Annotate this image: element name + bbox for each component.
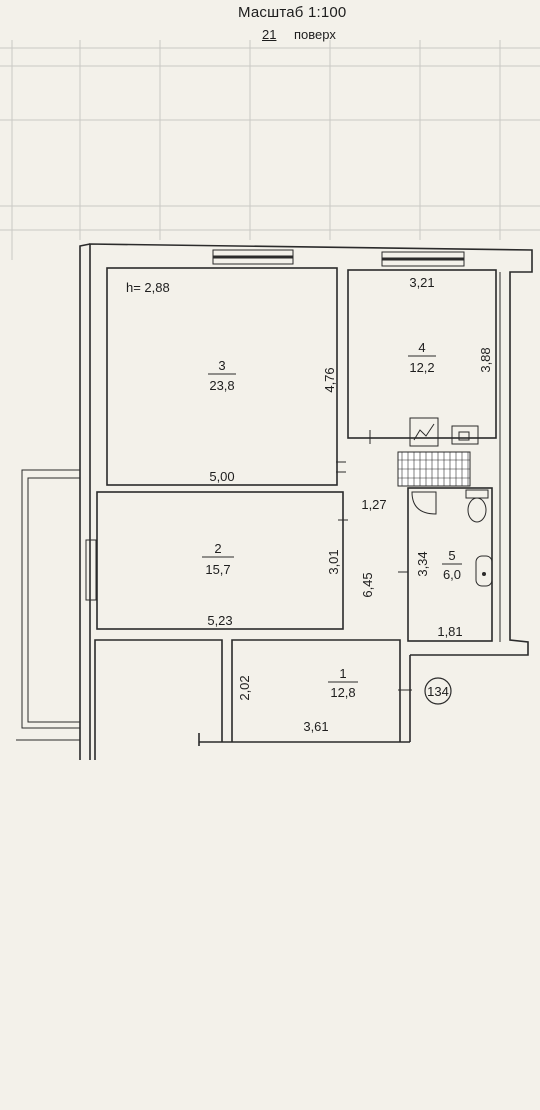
room-5-number: 5	[448, 548, 455, 563]
room-3-number: 3	[218, 358, 225, 373]
room-3-width: 5,00	[209, 469, 234, 484]
room-2	[96, 491, 344, 630]
faded-table-lines	[0, 40, 540, 260]
apartment-number-circle	[424, 677, 452, 705]
window-room-2	[85, 539, 97, 601]
washbasin-icon	[475, 555, 493, 587]
room-4	[347, 269, 497, 439]
room-5-height: 3,34	[415, 551, 430, 576]
room-2-number: 2	[214, 541, 221, 556]
kitchen-sink-icon	[451, 425, 479, 445]
room-1	[231, 639, 401, 742]
window-room-3	[212, 249, 294, 265]
room-4-height: 3,88	[478, 347, 493, 372]
room-5-width: 1,81	[437, 624, 462, 639]
room-3-height: 4,76	[322, 367, 337, 392]
room-1-width: 3,61	[303, 719, 328, 734]
room-3	[106, 267, 338, 486]
corridor-width: 1,27	[361, 497, 386, 512]
room-2-area: 15,7	[205, 562, 230, 577]
shower-tray-icon	[411, 491, 437, 515]
storage-space	[94, 639, 223, 760]
floor-number: 21	[262, 27, 277, 42]
stove-icon	[409, 417, 439, 447]
door-ticks	[336, 430, 412, 691]
room-5-area: 6,0	[443, 567, 461, 582]
room-2-height: 3,01	[326, 549, 341, 574]
room-4-number: 4	[418, 340, 425, 355]
ceiling-height: h= 2,88	[126, 280, 170, 295]
scale-label: Масштаб 1:100	[238, 4, 347, 21]
room-2-width: 5,23	[207, 613, 232, 628]
outer-walls	[79, 243, 533, 760]
room-1-area: 12,8	[330, 685, 355, 700]
corridor-length: 6,45	[360, 572, 375, 597]
room-1-height: 2,02	[237, 675, 252, 700]
balcony	[16, 469, 80, 741]
room-4-area: 12,2	[409, 360, 434, 375]
apartment-number: 134	[427, 684, 449, 699]
room-1-number: 1	[339, 666, 346, 681]
room-3-area: 23,8	[209, 378, 234, 393]
toilet-icon	[465, 489, 489, 523]
ventilation-shaft	[397, 451, 471, 487]
room-4-width: 3,21	[409, 275, 434, 290]
floor-label: поверх	[294, 27, 336, 42]
window-room-4	[381, 251, 465, 267]
